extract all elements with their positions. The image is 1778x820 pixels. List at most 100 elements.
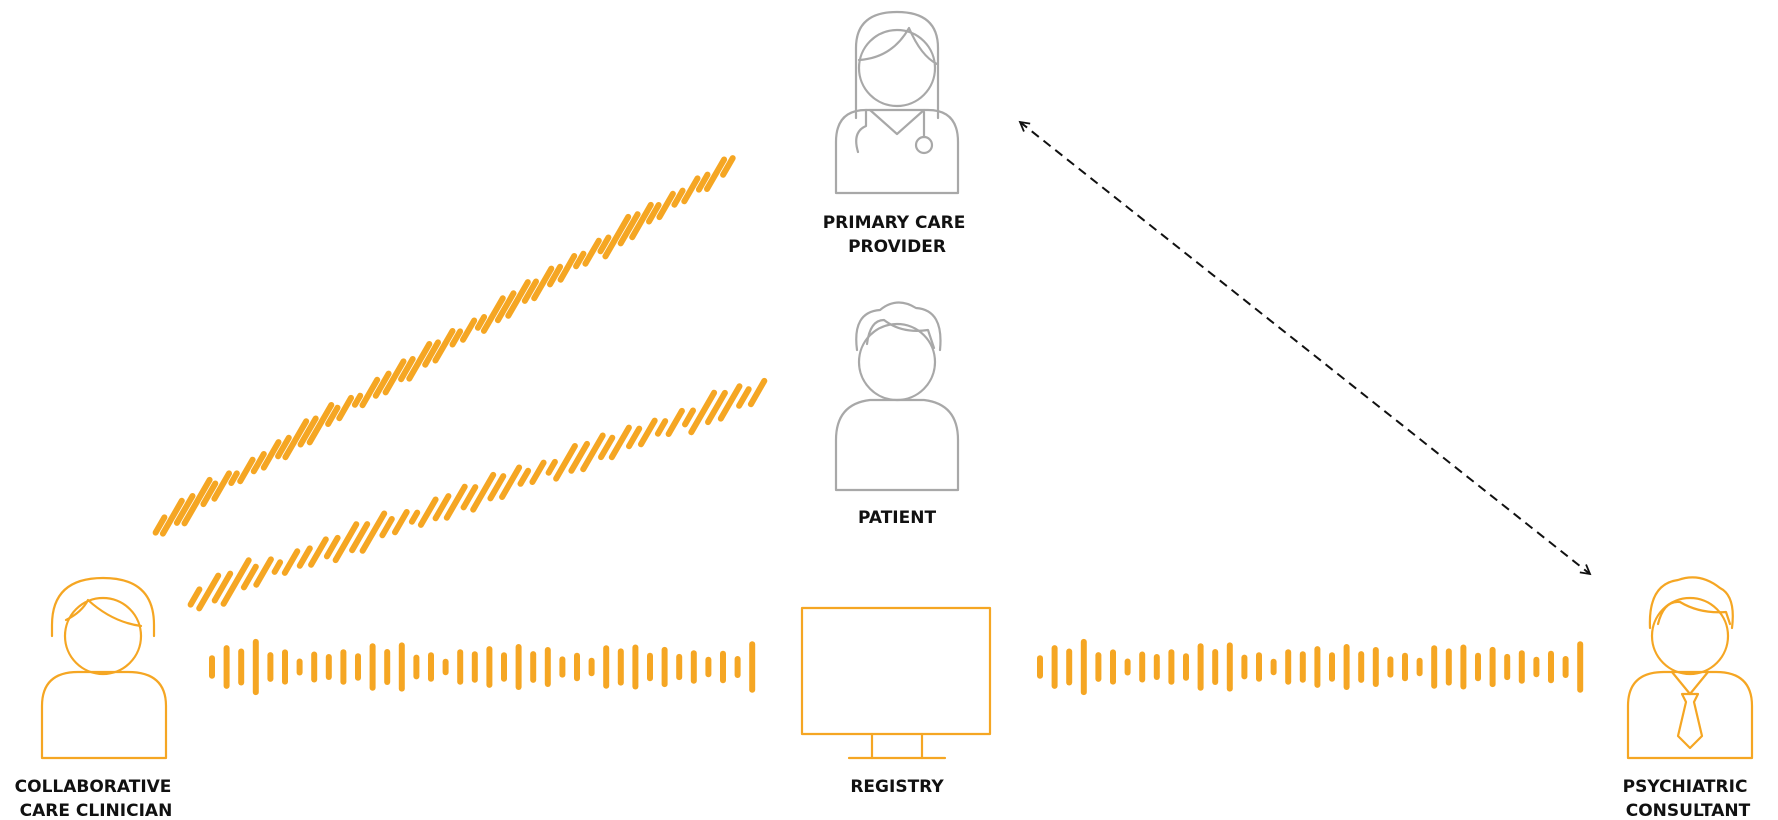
wave-bar: [665, 407, 685, 437]
primary-care-provider-label: PRIMARY CARE PROVIDER: [823, 213, 972, 257]
wave-bar: [271, 559, 284, 575]
psychiatrist-male-icon: [1626, 576, 1754, 760]
wave-bar: [736, 386, 752, 409]
wave-bar: [582, 237, 602, 267]
wave-bar: [682, 407, 696, 428]
wave-bar: [359, 376, 381, 409]
label-line: REGISTRY: [850, 777, 944, 797]
wave-bar: [336, 394, 354, 422]
wave-registry-to-psychiatrist: [1037, 638, 1584, 696]
wave-bar: [494, 290, 517, 324]
dashed-connector-primary-care-psychiatrist: [1018, 120, 1592, 576]
wave-bar: [460, 484, 479, 511]
wave-bar: [487, 473, 507, 502]
label-line: PROVIDER: [848, 237, 946, 257]
wave-bar: [237, 456, 256, 485]
wave-bar: [517, 467, 532, 487]
wave-bar: [211, 470, 232, 502]
wave-bar: [220, 557, 252, 607]
wave-bar: [250, 451, 267, 475]
wave-bar: [281, 548, 301, 576]
wave-bar: [617, 211, 641, 247]
wave-bar: [228, 470, 240, 486]
wave-bar: [449, 328, 464, 348]
wave-bar: [499, 464, 523, 500]
wave-bar: [547, 263, 564, 288]
wave-bar: [422, 339, 441, 368]
patient-person-icon: [834, 301, 960, 492]
wave-bar: [240, 563, 259, 591]
wave-bar: [597, 234, 612, 255]
wave-bar: [638, 417, 658, 448]
wave-bar: [704, 156, 728, 192]
wave-bar: [602, 213, 632, 260]
wave-clinician-to-registry: [209, 638, 756, 696]
wave-bar: [480, 295, 506, 334]
wave-bar: [626, 425, 643, 450]
label-line: CARE CLINICIAN: [20, 801, 173, 820]
doctor-female-icon: [834, 10, 960, 195]
label-line: COLLABORATIVE: [15, 777, 172, 797]
wave-bar: [382, 358, 407, 396]
wave-bar: [705, 389, 728, 426]
wave-bar: [181, 476, 213, 527]
wave-bar: [505, 279, 531, 319]
wave-bar: [297, 415, 319, 448]
wave-bar: [747, 377, 768, 408]
wave-bar: [568, 440, 590, 474]
wave-bar: [152, 514, 168, 536]
wave-bar: [654, 418, 669, 437]
wave-bar: [656, 190, 676, 221]
psychiatric-consultant-label: PSYCHIATRIC CONSULTANT: [1623, 777, 1754, 820]
wave-bar: [349, 521, 371, 554]
wave-bar: [359, 510, 388, 554]
wave-bar: [211, 570, 234, 604]
wave-bar: [688, 389, 718, 436]
wave-bar: [306, 402, 335, 446]
wave-bar: [681, 175, 701, 205]
label-line: PATIENT: [858, 508, 936, 528]
wave-bar: [253, 556, 274, 588]
wave-bar: [159, 497, 185, 537]
wave-bar: [296, 545, 313, 569]
wave-bar: [545, 458, 558, 476]
wave-bar: [308, 536, 329, 568]
wave-bar: [432, 328, 456, 364]
label-line: CONSULTANT: [1626, 801, 1751, 820]
wave-bar: [398, 356, 416, 383]
wave-bar: [187, 586, 203, 608]
label-line: PSYCHIATRIC: [1623, 777, 1748, 797]
wave-clinician-to-primary-care: [152, 155, 736, 537]
wave-clinician-to-patient: [187, 377, 768, 612]
collaborative-care-clinician-label: COLLABORATIVE CARE CLINICIAN: [15, 777, 178, 820]
wave-bar: [323, 534, 341, 560]
clinician-female-icon: [40, 576, 168, 760]
wave-bar: [573, 250, 587, 270]
wave-bar: [553, 443, 578, 482]
wave-bar: [474, 314, 488, 331]
wave-bar: [695, 171, 711, 193]
wave-bar: [332, 521, 360, 564]
wave-bar: [173, 493, 196, 526]
wave-bar: [406, 341, 433, 382]
wave-bar: [379, 516, 395, 539]
wave-bar: [200, 480, 219, 508]
wave-bar: [598, 434, 616, 461]
wave-bar: [372, 370, 392, 399]
wave-bar: [470, 471, 497, 513]
wave-bar: [408, 509, 421, 525]
wave-bar: [720, 155, 736, 178]
patient-label: PATIENT: [858, 508, 936, 528]
wave-bar: [717, 383, 743, 422]
wave-bar: [529, 459, 547, 485]
wave-bar: [557, 253, 578, 283]
wave-bar: [671, 187, 686, 208]
wave-bar: [629, 201, 654, 241]
wave-bar: [275, 434, 292, 460]
wave-bar: [460, 317, 478, 343]
wave-bar: [282, 418, 310, 461]
wave-bar: [521, 278, 539, 304]
registry-label: REGISTRY: [850, 777, 944, 797]
wave-bar: [325, 404, 341, 427]
